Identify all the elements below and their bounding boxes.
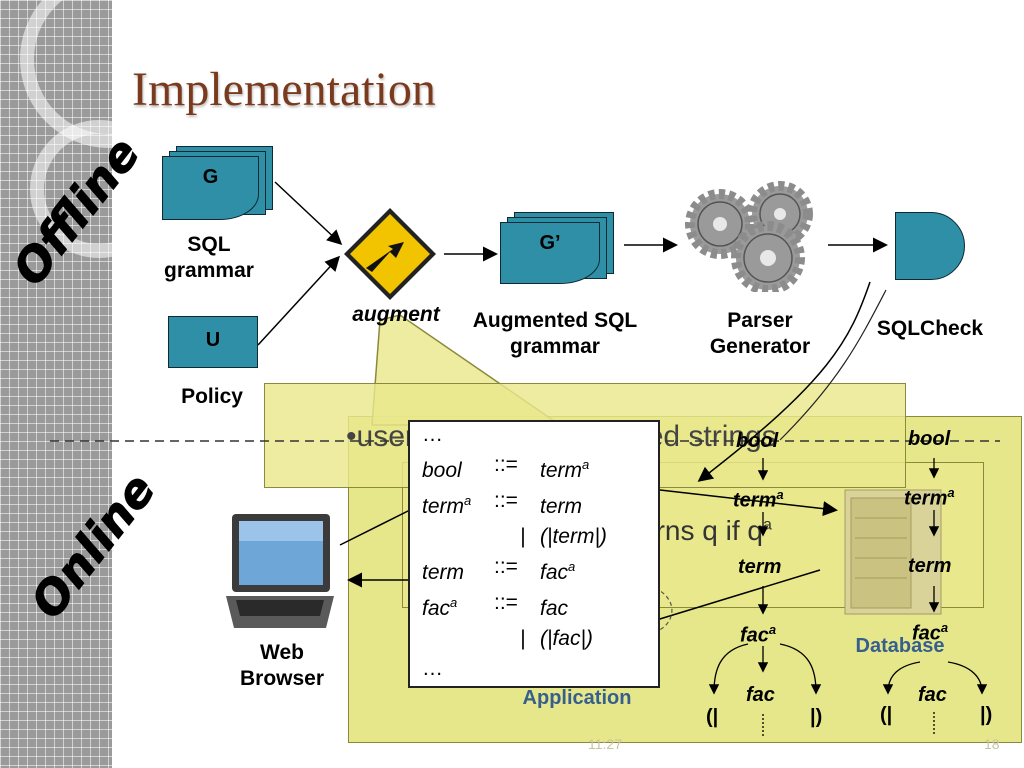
decorative-side-bar (0, 0, 198, 768)
u-doc-label: U (168, 316, 258, 368)
web-browser-label: Web Browser (239, 641, 325, 690)
tree2-bool: bool (908, 428, 951, 450)
grammar-line: … (422, 657, 443, 680)
tree2-fac-a: faca (912, 620, 949, 645)
policy-label: Policy (181, 385, 243, 408)
footer-time: 11:27 (588, 736, 622, 752)
slide-title: Implementation (132, 63, 436, 116)
grammar-scroll: … bool ::= terma terma ::= term | (|term… (408, 420, 660, 688)
grammar-line: | (|fac|) (520, 627, 593, 650)
tree1-close: |) (810, 706, 823, 728)
sql-grammar-doc: G (162, 146, 274, 226)
augmented-grammar-doc: G’ (500, 212, 618, 292)
sqlcheck-shape (895, 212, 965, 280)
parse-tree-2-edges (882, 458, 988, 736)
tree1-fac-a: faca (740, 622, 777, 647)
grammar-line: bool ::= terma (422, 453, 590, 482)
sqlcheck-label: SQLCheck (876, 317, 984, 340)
tree2-term-a: terma (904, 485, 955, 510)
grammar-line: … (422, 423, 443, 446)
database-server-icon (844, 489, 942, 615)
augment-label: augment (352, 303, 440, 326)
sql-grammar-label: SQL grammar (164, 233, 254, 282)
gears-icon (685, 181, 813, 292)
tree1-term: term (738, 556, 782, 578)
gprime-doc-label: G’ (500, 222, 600, 284)
tree2-fac: fac (918, 684, 947, 706)
augmented-grammar-label: Augmented SQL grammar (472, 309, 638, 358)
application-label: Application (522, 687, 632, 709)
footer-page: 18 (984, 736, 1000, 752)
database-label: Database (855, 635, 945, 657)
tree1-fac: fac (746, 684, 775, 706)
tree1-term-a: terma (733, 487, 784, 512)
tree2-open: (| (880, 704, 893, 726)
g-doc-label: G (162, 156, 259, 220)
tree2-close: |) (980, 704, 993, 726)
tree2-term: term (908, 555, 952, 577)
laptop-icon (226, 514, 334, 628)
tree1-open: (| (706, 706, 719, 728)
grammar-line: terma ::= term (422, 489, 582, 518)
tree1-bool: bool (736, 430, 779, 452)
grammar-line: term ::= faca (422, 555, 576, 584)
grammar-line: | (|term|) (520, 525, 607, 548)
online-panel-text-2: urns q if qa (640, 515, 772, 546)
grammar-rules: … bool ::= terma terma ::= term | (|term… (422, 420, 658, 684)
parser-generator-label: Parser Generator (709, 309, 811, 358)
augment-sign-icon (344, 208, 436, 300)
parse-tree-1-edges (708, 458, 822, 736)
grammar-line: faca ::= fac (422, 591, 569, 620)
